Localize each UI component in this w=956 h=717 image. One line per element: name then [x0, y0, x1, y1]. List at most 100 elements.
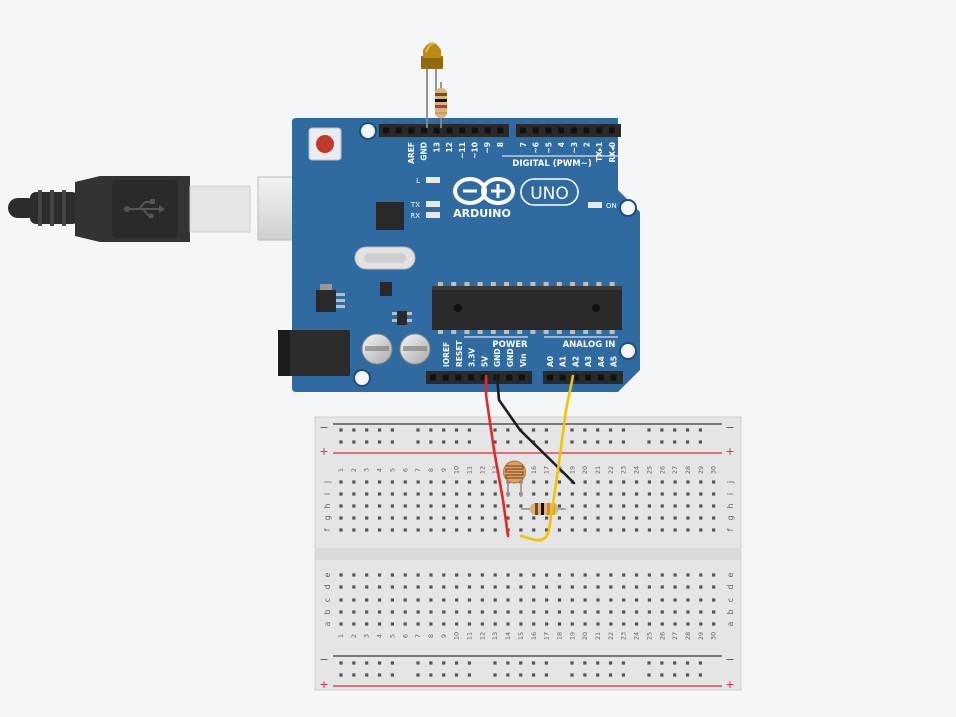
- terminal-hole[interactable]: [493, 622, 497, 626]
- terminal-hole[interactable]: [480, 585, 484, 589]
- rail-hole[interactable]: [647, 661, 651, 665]
- terminal-hole[interactable]: [455, 598, 459, 602]
- rail-hole[interactable]: [416, 440, 420, 444]
- terminal-hole[interactable]: [712, 598, 716, 602]
- terminal-hole[interactable]: [647, 492, 651, 496]
- terminal-hole[interactable]: [480, 504, 484, 508]
- terminal-hole[interactable]: [673, 622, 677, 626]
- terminal-hole[interactable]: [622, 504, 626, 508]
- terminal-hole[interactable]: [583, 610, 587, 614]
- rail-hole[interactable]: [519, 440, 523, 444]
- terminal-hole[interactable]: [339, 516, 343, 520]
- terminal-hole[interactable]: [352, 528, 356, 532]
- terminal-hole[interactable]: [634, 516, 639, 520]
- rail-hole[interactable]: [365, 440, 369, 444]
- terminal-hole[interactable]: [622, 622, 626, 626]
- rail-hole[interactable]: [544, 673, 548, 677]
- terminal-hole[interactable]: [596, 492, 600, 496]
- terminal-hole[interactable]: [416, 528, 420, 532]
- terminal-hole[interactable]: [506, 598, 510, 602]
- terminal-hole[interactable]: [634, 504, 639, 508]
- terminal-hole[interactable]: [545, 480, 549, 484]
- terminal-hole[interactable]: [506, 622, 510, 626]
- rail-hole[interactable]: [390, 673, 394, 677]
- header-pin-hole[interactable]: [430, 374, 436, 381]
- terminal-hole[interactable]: [403, 585, 407, 589]
- terminal-hole[interactable]: [570, 622, 574, 626]
- terminal-hole[interactable]: [455, 516, 459, 520]
- rail-hole[interactable]: [390, 440, 394, 444]
- terminal-hole[interactable]: [673, 480, 677, 484]
- terminal-hole[interactable]: [557, 585, 562, 589]
- rail-hole[interactable]: [352, 673, 356, 677]
- terminal-hole[interactable]: [416, 585, 420, 589]
- terminal-hole[interactable]: [442, 480, 446, 484]
- header-pin-hole[interactable]: [558, 127, 565, 134]
- terminal-hole[interactable]: [622, 573, 626, 577]
- terminal-hole[interactable]: [506, 573, 510, 577]
- terminal-hole[interactable]: [403, 492, 407, 496]
- terminal-hole[interactable]: [699, 480, 703, 484]
- terminal-hole[interactable]: [699, 598, 703, 602]
- terminal-hole[interactable]: [416, 480, 420, 484]
- terminal-hole[interactable]: [429, 598, 433, 602]
- terminal-hole[interactable]: [339, 573, 343, 577]
- terminal-hole[interactable]: [455, 528, 459, 532]
- terminal-hole[interactable]: [480, 480, 484, 484]
- terminal-hole[interactable]: [596, 598, 600, 602]
- rail-hole[interactable]: [429, 661, 433, 665]
- rail-hole[interactable]: [570, 440, 574, 444]
- header-pin-hole[interactable]: [484, 127, 491, 134]
- terminal-hole[interactable]: [622, 480, 626, 484]
- terminal-hole[interactable]: [480, 610, 484, 614]
- terminal-hole[interactable]: [712, 480, 716, 484]
- rail-hole[interactable]: [673, 673, 677, 677]
- rail-hole[interactable]: [352, 440, 356, 444]
- terminal-hole[interactable]: [493, 598, 497, 602]
- terminal-hole[interactable]: [622, 492, 626, 496]
- rail-hole[interactable]: [506, 661, 510, 665]
- header-pin-hole[interactable]: [471, 127, 478, 134]
- header-pin-hole[interactable]: [455, 374, 462, 381]
- terminal-hole[interactable]: [429, 585, 433, 589]
- rail-hole[interactable]: [390, 428, 394, 432]
- rail-hole[interactable]: [647, 673, 651, 677]
- terminal-hole[interactable]: [339, 528, 343, 532]
- terminal-hole[interactable]: [532, 480, 536, 484]
- terminal-hole[interactable]: [390, 516, 394, 520]
- terminal-hole[interactable]: [699, 528, 703, 532]
- header-pin-hole[interactable]: [408, 127, 415, 134]
- terminal-hole[interactable]: [416, 516, 420, 520]
- header-pin-hole[interactable]: [585, 374, 592, 381]
- terminal-hole[interactable]: [660, 573, 664, 577]
- rail-hole[interactable]: [544, 440, 548, 444]
- rail-hole[interactable]: [698, 673, 702, 677]
- terminal-hole[interactable]: [660, 528, 664, 532]
- rail-hole[interactable]: [698, 661, 702, 665]
- terminal-hole[interactable]: [609, 504, 613, 508]
- terminal-hole[interactable]: [660, 516, 664, 520]
- rail-hole[interactable]: [531, 673, 536, 677]
- terminal-hole[interactable]: [532, 585, 536, 589]
- terminal-hole[interactable]: [647, 598, 651, 602]
- terminal-hole[interactable]: [545, 585, 549, 589]
- terminal-hole[interactable]: [442, 585, 446, 589]
- header-pin-hole[interactable]: [421, 127, 428, 134]
- rail-hole[interactable]: [506, 673, 510, 677]
- terminal-hole[interactable]: [352, 622, 356, 626]
- terminal-hole[interactable]: [596, 573, 600, 577]
- terminal-hole[interactable]: [377, 610, 382, 614]
- terminal-hole[interactable]: [622, 598, 626, 602]
- terminal-hole[interactable]: [583, 492, 587, 496]
- header-pin-hole[interactable]: [610, 374, 617, 381]
- terminal-hole[interactable]: [609, 573, 613, 577]
- rail-hole[interactable]: [621, 673, 625, 677]
- terminal-hole[interactable]: [609, 622, 613, 626]
- rail-hole[interactable]: [493, 440, 497, 444]
- header-pin-hole[interactable]: [572, 374, 579, 381]
- header-pin-hole[interactable]: [545, 127, 552, 134]
- rail-hole[interactable]: [352, 428, 356, 432]
- rail-hole[interactable]: [467, 661, 471, 665]
- rail-hole[interactable]: [583, 440, 587, 444]
- rail-hole[interactable]: [583, 661, 587, 665]
